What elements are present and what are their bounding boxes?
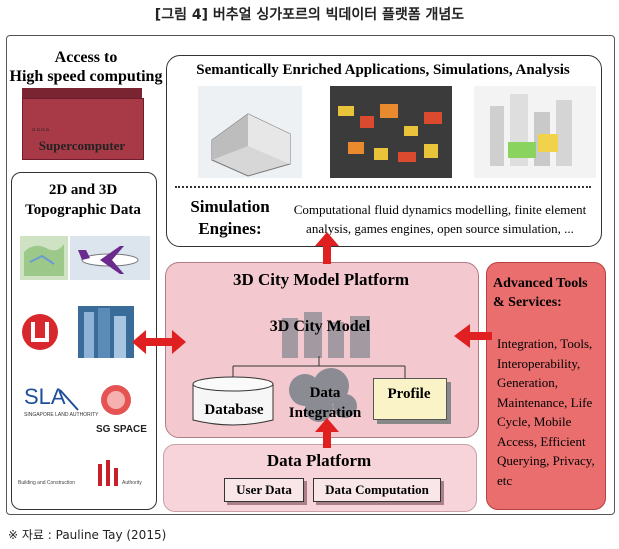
- section-divider: [175, 186, 591, 188]
- advanced-item: Cycle, Mobile: [497, 414, 572, 429]
- advanced-tools-panel: [486, 262, 606, 510]
- figure-title: [그림 4] 버추얼 싱가포르의 빅데이터 플랫폼 개념도: [154, 7, 465, 23]
- ura-logo: [22, 314, 58, 350]
- advanced-item: Integration, Tools,: [497, 336, 593, 351]
- access-line1: Access to: [54, 49, 118, 66]
- bca-logo: Building and Construction Authority: [18, 460, 142, 486]
- advanced-item: Querying, Privacy,: [497, 453, 595, 468]
- sg-space-logo-text: SG SPACE: [96, 424, 147, 435]
- data-computation-box: Data Computation: [313, 478, 441, 502]
- advanced-item: Interoperability,: [497, 355, 581, 371]
- advanced-tools-title: Advanced Tools & Services:: [493, 274, 603, 312]
- towers-image: [78, 306, 134, 358]
- source-note: ※ 자료 : Pauline Tay (2015): [8, 528, 167, 542]
- sla-logo: SLA SINGAPORE LAND AUTHORITY: [24, 384, 99, 418]
- simulation-engines-label: Simulation Engines:: [180, 196, 280, 240]
- tower-simulation-image: [474, 86, 596, 178]
- profile-box: [373, 378, 447, 420]
- city-model-label: 3D City Model: [269, 318, 371, 335]
- data-integration-line2: Integration: [288, 405, 362, 421]
- map-thumbnail-image: [20, 236, 68, 280]
- simulation-engines-description: Computational fluid dynamics modelling, …: [285, 200, 595, 238]
- advanced-item: Access, Efficient: [497, 433, 586, 449]
- topo-line1: 2D and 3D: [48, 182, 118, 198]
- airplane-image: [70, 236, 150, 280]
- city-model-graphic: [282, 312, 370, 358]
- data-integration-blob-icon: [289, 368, 357, 422]
- bca-logo-text-right: Authority: [122, 480, 142, 486]
- sla-logo-subtext: SINGAPORE LAND AUTHORITY: [24, 412, 99, 418]
- user-data-box: User Data: [224, 478, 304, 502]
- simulation-label-line2: Engines:: [198, 219, 262, 238]
- advanced-item: etc: [497, 472, 513, 488]
- database-cylinder-icon: [192, 376, 274, 426]
- advanced-tools-list: Integration, Tools, Interoperability, Ge…: [497, 334, 603, 490]
- building-model-image: [198, 86, 302, 178]
- access-line2: High speed computing: [9, 68, 163, 85]
- supercomputer-roof: [22, 88, 142, 98]
- advanced-title-line2: & Services:: [493, 295, 562, 310]
- supercomputer-label: Supercomputer: [38, 138, 126, 153]
- city-model-platform-title: 3D City Model Platform: [232, 270, 410, 289]
- data-integration-label: Data Integration: [280, 383, 370, 423]
- city-heatmap-image: [330, 86, 452, 178]
- data-platform-title: Data Platform: [266, 451, 372, 470]
- advanced-title-line1: Advanced Tools: [493, 276, 588, 291]
- application-screenshots: [198, 86, 596, 178]
- profile-label: Profile: [387, 386, 431, 402]
- sla-logo-text: SLA: [24, 384, 66, 409]
- applications-title: Semantically Enriched Applications, Simu…: [196, 62, 570, 78]
- supercomputer-icon: [22, 98, 144, 160]
- platform-components-graphic: [192, 356, 406, 426]
- advanced-item: Generation,: [497, 375, 559, 390]
- simulation-text-line2: analysis, games engines, open source sim…: [306, 221, 574, 236]
- simulation-text-line1: Computational fluid dynamics modelling, …: [293, 202, 587, 217]
- sg-space-logo: SG SPACE: [96, 385, 147, 435]
- topographic-data-heading: 2D and 3D Topographic Data: [11, 180, 155, 220]
- simulation-label-line1: Simulation: [190, 197, 270, 216]
- bca-logo-text-left: Building and Construction: [18, 480, 75, 486]
- topographic-sources-graphics: SLA SINGAPORE LAND AUTHORITY SG SPACE Bu…: [18, 236, 150, 486]
- database-label: Database: [204, 402, 264, 418]
- topo-line2: Topographic Data: [25, 202, 141, 218]
- access-computing-heading: Access to High speed computing: [6, 48, 166, 86]
- data-integration-line1: Data: [309, 385, 341, 401]
- advanced-item: Maintenance, Life: [497, 394, 593, 410]
- supercomputer-slots: ▫▫▫▫: [32, 125, 51, 136]
